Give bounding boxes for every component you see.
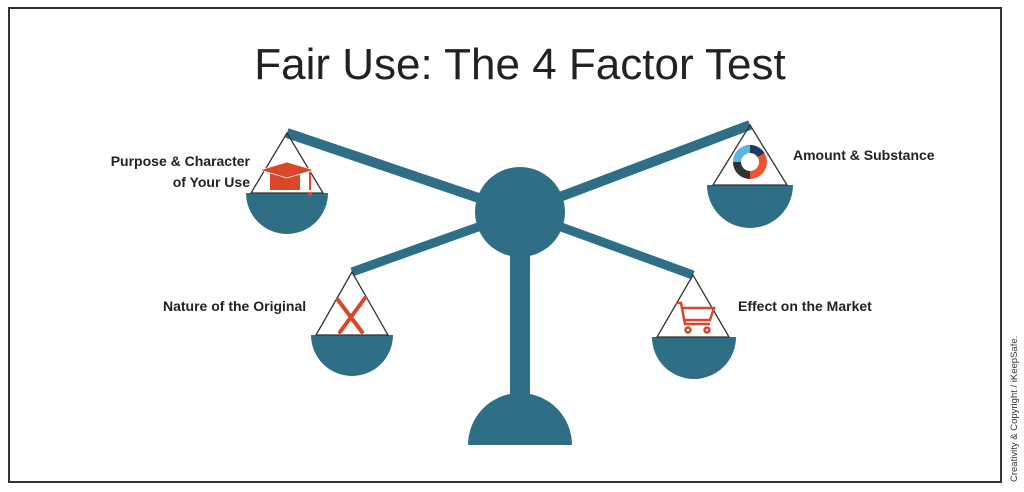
scale-base bbox=[468, 393, 572, 445]
diagram-frame bbox=[8, 7, 1002, 483]
factor-purpose-label: Purpose & Character of Your Use bbox=[100, 151, 250, 193]
strings-nature bbox=[314, 270, 390, 336]
strings-effect bbox=[655, 273, 731, 338]
scale-pole bbox=[510, 230, 530, 430]
factor-purpose-line1: Purpose & Character bbox=[110, 153, 250, 169]
factor-nature-label: Nature of the Original bbox=[163, 298, 307, 314]
graduation-cap-icon bbox=[258, 161, 316, 196]
pan-purpose bbox=[246, 193, 328, 234]
strings-purpose bbox=[249, 131, 325, 194]
pan-amount bbox=[707, 185, 793, 228]
brush-pencil-icon bbox=[336, 296, 367, 334]
factor-purpose-line2: of Your Use bbox=[172, 174, 250, 190]
page-title: Fair Use: The 4 Factor Test bbox=[254, 40, 786, 89]
factor-amount-label: Amount & Substance bbox=[793, 147, 935, 163]
pan-nature bbox=[311, 335, 393, 376]
factor-effect-label: Effect on the Market bbox=[738, 298, 872, 314]
shopping-cart-icon bbox=[676, 301, 716, 334]
strings-amount bbox=[711, 123, 789, 186]
donut-chart-icon bbox=[733, 144, 767, 179]
pan-effect bbox=[652, 337, 736, 379]
scale-hub bbox=[475, 167, 565, 257]
credit-text: Creativity & Copyright / iKeepSafe. bbox=[1009, 335, 1020, 482]
